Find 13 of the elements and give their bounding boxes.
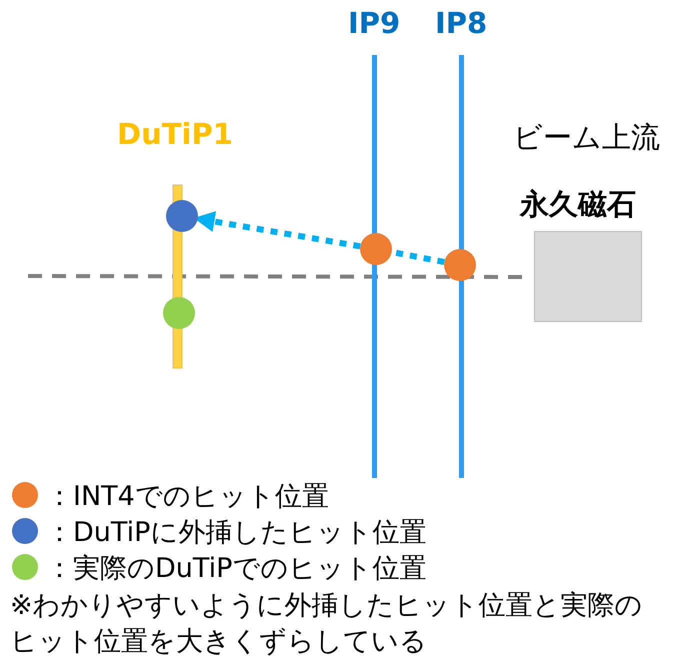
plane-label: DuTiP1 [117, 117, 233, 151]
plane-label: IP8 [435, 6, 488, 40]
direction-label: ビーム上流 [513, 119, 660, 156]
legend-text: ：DuTiPに外挿したヒット位置 [46, 516, 426, 550]
legend-text: ：実際のDuTiPでのヒット位置 [46, 552, 426, 586]
hit-dot [360, 233, 392, 265]
plane-label: IP9 [348, 6, 400, 40]
note-text: ※わかりやすいように外挿したヒット位置と実際のヒット位置を大きくずらしている [10, 589, 644, 659]
hit-dot [166, 200, 198, 232]
hit-dot [163, 297, 195, 329]
magnet-label: 永久磁石 [520, 186, 636, 223]
legend-text: ：INT4でのヒット位置 [46, 480, 329, 514]
hit-dot [444, 249, 476, 281]
